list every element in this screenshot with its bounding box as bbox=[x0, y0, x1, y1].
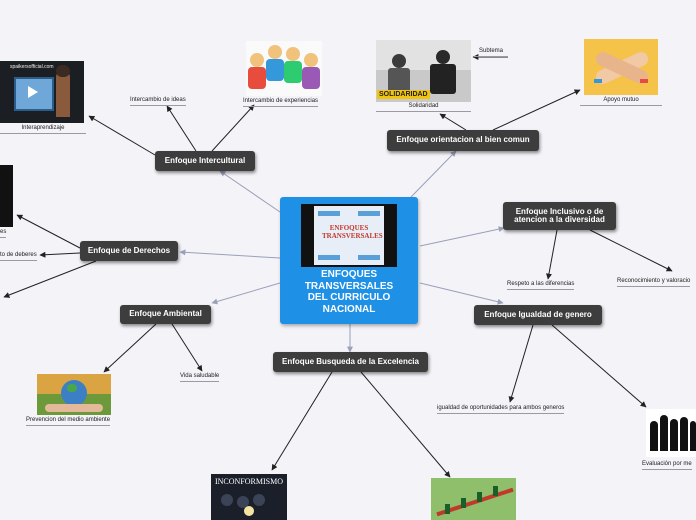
environment-image bbox=[37, 374, 111, 415]
leaf-interaprendizaje[interactable]: Interaprendizaje bbox=[0, 125, 86, 134]
node-enfoque-bien-comun[interactable]: Enfoque orientacion al bien comun bbox=[387, 130, 539, 151]
node-label-line: Enfoque Inclusivo o de bbox=[515, 206, 604, 216]
node-label: Enfoque Busqueda de la Excelencia bbox=[282, 356, 419, 366]
node-label: Enfoque Intercultural bbox=[164, 155, 246, 165]
central-title-line: TRANSVERSALES bbox=[304, 280, 394, 292]
node-enfoque-derechos[interactable]: Enfoque de Derechos bbox=[80, 241, 178, 261]
central-title-line: ENFOQUES bbox=[320, 269, 378, 280]
leaf-solidaridad[interactable]: Solidaridad bbox=[376, 103, 471, 112]
central-topic-image: ENFOQUES TRANSVERSALES bbox=[301, 204, 397, 267]
solidaridad-image: SOLIDARIDAD bbox=[376, 40, 471, 102]
leaf-cumplimiento-deberes[interactable]: to de deberes bbox=[0, 252, 37, 261]
solidaridad-banner: SOLIDARIDAD bbox=[377, 90, 430, 99]
node-enfoque-intercultural[interactable]: Enfoque Intercultural bbox=[155, 151, 255, 171]
play-icon bbox=[28, 86, 38, 98]
inconformismo-caption: INCONFORMISMO bbox=[214, 477, 283, 486]
handshake-image bbox=[584, 39, 658, 95]
derechos-image bbox=[0, 165, 13, 227]
central-image-caption: ENFOQUES TRANSVERSALES bbox=[322, 224, 383, 241]
node-label: Enfoque de Derechos bbox=[87, 245, 171, 255]
leaf-subtema[interactable]: Subtema bbox=[474, 48, 508, 57]
video-watermark: spaikersofficial.com bbox=[10, 64, 54, 70]
node-label: Enfoque orientacion al bien comun bbox=[396, 135, 530, 145]
leaf-intercambio-experiencias[interactable]: Intercambio de experiencias bbox=[243, 98, 319, 107]
central-title-line: DEL CURRICULO bbox=[307, 292, 391, 303]
central-title-line: NACIONAL bbox=[322, 303, 376, 315]
leaf-derechos-partial[interactable]: es bbox=[0, 229, 7, 238]
leaf-reconocimiento[interactable]: Reconocimiento y valoracio bbox=[617, 278, 691, 287]
node-label-line: atencion a la diversidad bbox=[514, 215, 605, 224]
leaf-prevencion-medio-ambiente[interactable]: Prevencion del medio ambiente bbox=[26, 417, 111, 426]
node-enfoque-igualdad-genero[interactable]: Enfoque Igualdad de genero bbox=[474, 305, 602, 325]
leaf-evaluacion[interactable]: Evaluación por me bbox=[642, 461, 692, 470]
video-thumbnail-image[interactable]: spaikersofficial.com bbox=[0, 61, 84, 123]
node-label: Enfoque Igualdad de genero bbox=[484, 309, 592, 319]
central-topic[interactable]: ENFOQUES TRANSVERSALES ENFOQUES TRANSVER… bbox=[280, 197, 418, 324]
leaf-respeto-diferencias[interactable]: Respeto a las diferencias bbox=[507, 281, 575, 290]
inconformismo-image: INCONFORMISMO bbox=[211, 474, 287, 520]
central-topic-title: ENFOQUES TRANSVERSALES DEL CURRICULO NAC… bbox=[280, 269, 418, 315]
node-enfoque-excelencia[interactable]: Enfoque Busqueda de la Excelencia bbox=[273, 352, 428, 372]
node-enfoque-ambiental[interactable]: Enfoque Ambiental bbox=[120, 305, 211, 324]
leaf-intercambio-ideas[interactable]: Intercambio de ideas bbox=[130, 97, 186, 106]
cartoon-people-image bbox=[246, 41, 322, 96]
leaf-vida-saludable[interactable]: Vida saludable bbox=[180, 373, 220, 382]
node-label: Enfoque Ambiental bbox=[129, 309, 202, 319]
climbing-arrow-image bbox=[431, 478, 516, 520]
leaf-apoyo-mutuo[interactable]: Apoyo mutuo bbox=[580, 97, 662, 106]
evaluation-people-image bbox=[646, 409, 696, 457]
leaf-igualdad-oportunidades[interactable]: igualdad de oportunidades para ambos gen… bbox=[437, 405, 565, 414]
node-enfoque-inclusivo[interactable]: Enfoque Inclusivo o de atencion a la div… bbox=[503, 202, 616, 230]
